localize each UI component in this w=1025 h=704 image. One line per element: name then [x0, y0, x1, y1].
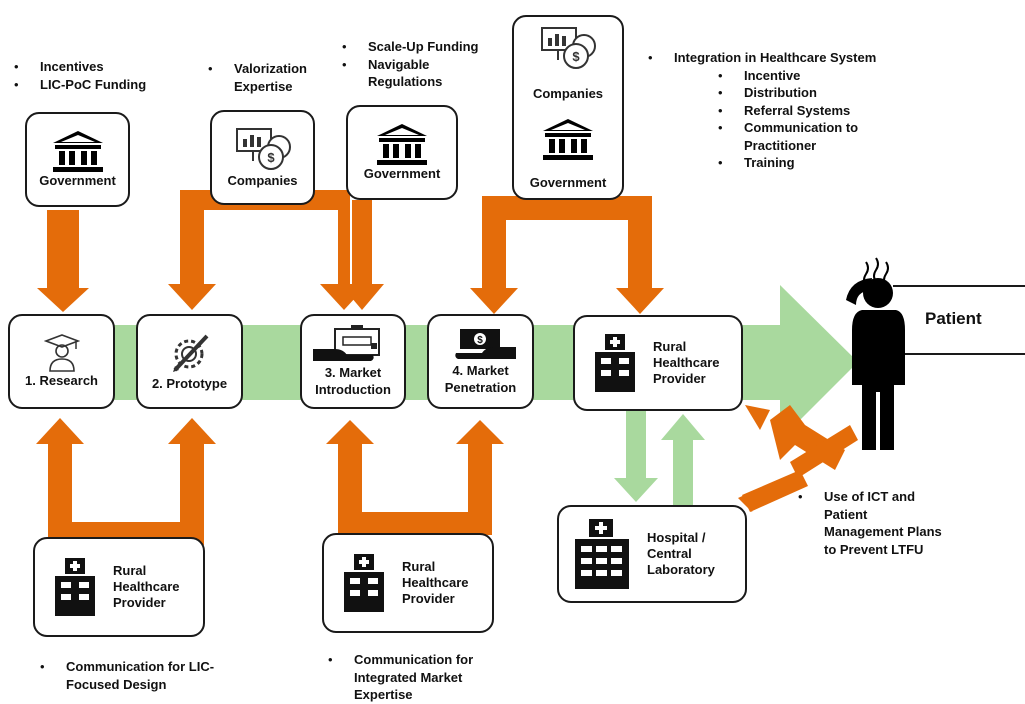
hospital-icon [55, 558, 95, 616]
hospital-icon [575, 519, 629, 589]
referral-arrows [614, 410, 705, 506]
note-item: Navigable Regulations [342, 56, 468, 91]
note-integrated-market: Communication for Integrated Market Expe… [328, 651, 508, 704]
svg-text:$: $ [477, 335, 483, 346]
note-valorization: Valorization Expertise [208, 60, 328, 95]
step-research-box: 1. Research [8, 314, 115, 409]
government-label: Government [529, 174, 607, 190]
step-label: 3. Market Introduction [315, 365, 391, 397]
note-ict: Use of ICT and Patient Management Plans … [798, 488, 948, 558]
government-label: Government [363, 166, 441, 182]
sick-person-icon [846, 257, 905, 450]
note-item: Integration in Healthcare System [648, 49, 878, 67]
pencil-gear-icon [172, 335, 208, 373]
note-incentives: Incentives LIC-PoC Funding [14, 58, 146, 93]
rural-provider-label: Rural Healthcare Provider [113, 562, 180, 611]
hospital-lab-box: Hospital / Central Laboratory [557, 505, 747, 603]
step-label: 4. Market Penetration [444, 363, 517, 395]
companies-label: Companies [532, 86, 604, 102]
graduate-icon [43, 334, 80, 373]
government-building-icon [377, 124, 427, 166]
companies-government-box: $ Companies Government [512, 15, 624, 200]
step-label: 2. Prototype [151, 376, 228, 392]
patient-label: Patient [925, 309, 982, 328]
note-item: Distribution [718, 84, 878, 102]
companies-label: Companies [227, 173, 298, 189]
patient-line [893, 285, 1025, 355]
note-item: Incentives [14, 58, 146, 76]
note-item: Communication for Integrated Market Expe… [328, 651, 508, 704]
companies-money-icon: $ [541, 27, 596, 70]
hospital-icon [344, 554, 384, 612]
hand-medical-kit-icon [313, 325, 380, 362]
note-item: Use of ICT and Patient Management Plans … [798, 488, 948, 558]
rural-provider-box-left: Rural Healthcare Provider [33, 537, 205, 637]
note-item: Referral Systems [718, 102, 878, 120]
note-scaleup: Scale-Up Funding Navigable Regulations [342, 38, 502, 91]
rural-provider-box-mid: Rural Healthcare Provider [322, 533, 494, 633]
hand-money-icon: $ [454, 329, 516, 360]
rural-provider-label: Rural Healthcare Provider [402, 558, 469, 607]
government-building-icon [52, 131, 103, 173]
step-market-introduction-box: 3. Market Introduction [300, 314, 406, 409]
hospital-lab-label: Hospital / Central Laboratory [647, 529, 715, 578]
rural-provider-box-main: Rural Healthcare Provider [573, 315, 743, 411]
step-market-penetration-box: $ 4. Market Penetration [427, 314, 534, 409]
note-integration: Integration in Healthcare System Incenti… [648, 49, 878, 172]
companies-money-icon: $ [235, 128, 291, 171]
support-arrows [36, 190, 858, 545]
note-item: Incentive [718, 67, 878, 85]
note-item: LIC-PoC Funding [14, 76, 146, 94]
government-label: Government [39, 173, 116, 189]
government-box-mid: Government [346, 105, 458, 200]
note-item: Training [718, 154, 878, 172]
note-item: Valorization Expertise [208, 60, 328, 95]
step-prototype-box: 2. Prototype [136, 314, 243, 409]
note-item: Scale-Up Funding [342, 38, 502, 56]
rural-provider-label: Rural Healthcare Provider [653, 338, 720, 387]
companies-box-left: $ Companies [210, 110, 315, 205]
note-item: Communication to Practitioner [718, 119, 878, 154]
note-lic-design: Communication for LIC-Focused Design [40, 658, 240, 693]
svg-text:$: $ [267, 150, 275, 165]
hospital-icon [595, 334, 635, 392]
government-building-icon [543, 118, 593, 160]
step-label: 1. Research [25, 373, 98, 389]
note-item: Communication for LIC-Focused Design [40, 658, 240, 693]
svg-text:$: $ [572, 49, 580, 64]
government-box-left: Government [25, 112, 130, 207]
